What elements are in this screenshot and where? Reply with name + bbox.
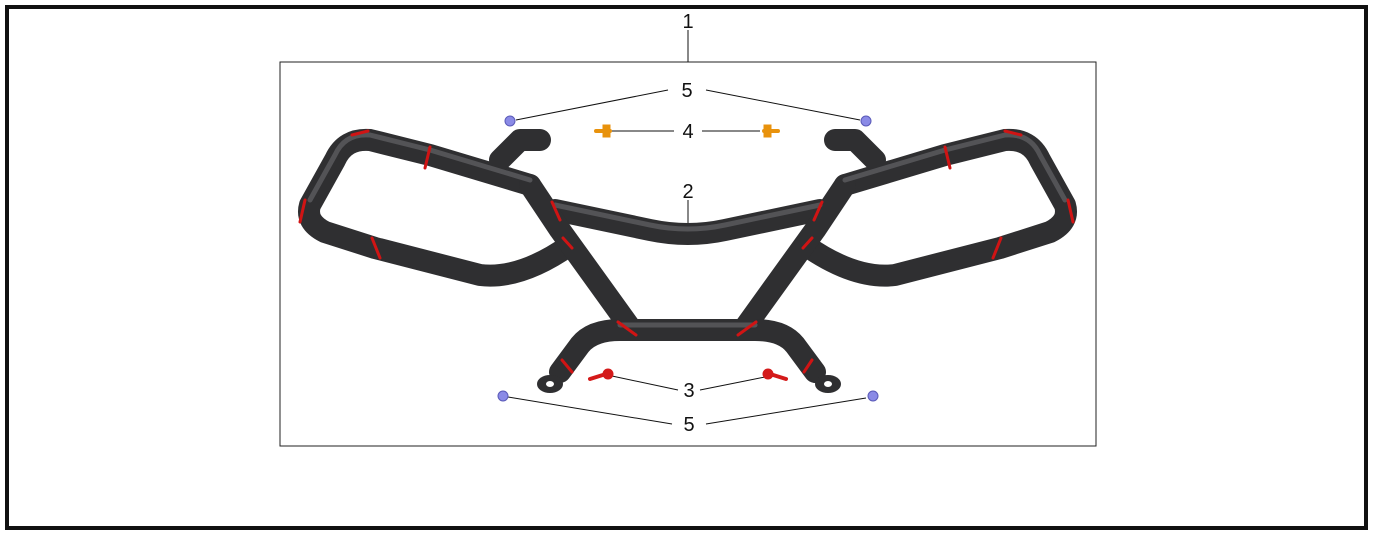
- callout-5-top: 5: [681, 80, 692, 102]
- callout-4: 4: [682, 121, 693, 143]
- nut-top-left: [504, 115, 516, 127]
- leader-3-right: [699, 375, 771, 391]
- front-bumper-tube: [298, 128, 1077, 383]
- leader-3-left: [611, 375, 679, 391]
- leader-5-bottom-right: [705, 397, 867, 425]
- callout-1: 1: [682, 11, 693, 33]
- leader-5-top-left: [515, 89, 669, 121]
- nut-group: [497, 115, 879, 402]
- nut-bottom-right: [867, 390, 879, 402]
- leader-5-top-right: [705, 89, 861, 121]
- outer-frame: [5, 5, 1368, 530]
- nut-bottom-left: [497, 390, 509, 402]
- callout-5-bottom: 5: [683, 414, 694, 436]
- leader-lines: [507, 30, 867, 425]
- lower-bolts: [588, 368, 788, 381]
- leader-5-bottom-left: [507, 396, 673, 425]
- callout-3: 3: [683, 380, 694, 402]
- upper-bolts: [594, 124, 780, 138]
- nut-top-right: [860, 115, 872, 127]
- lower-mount-tabs: [537, 375, 841, 393]
- callout-2: 2: [682, 181, 693, 203]
